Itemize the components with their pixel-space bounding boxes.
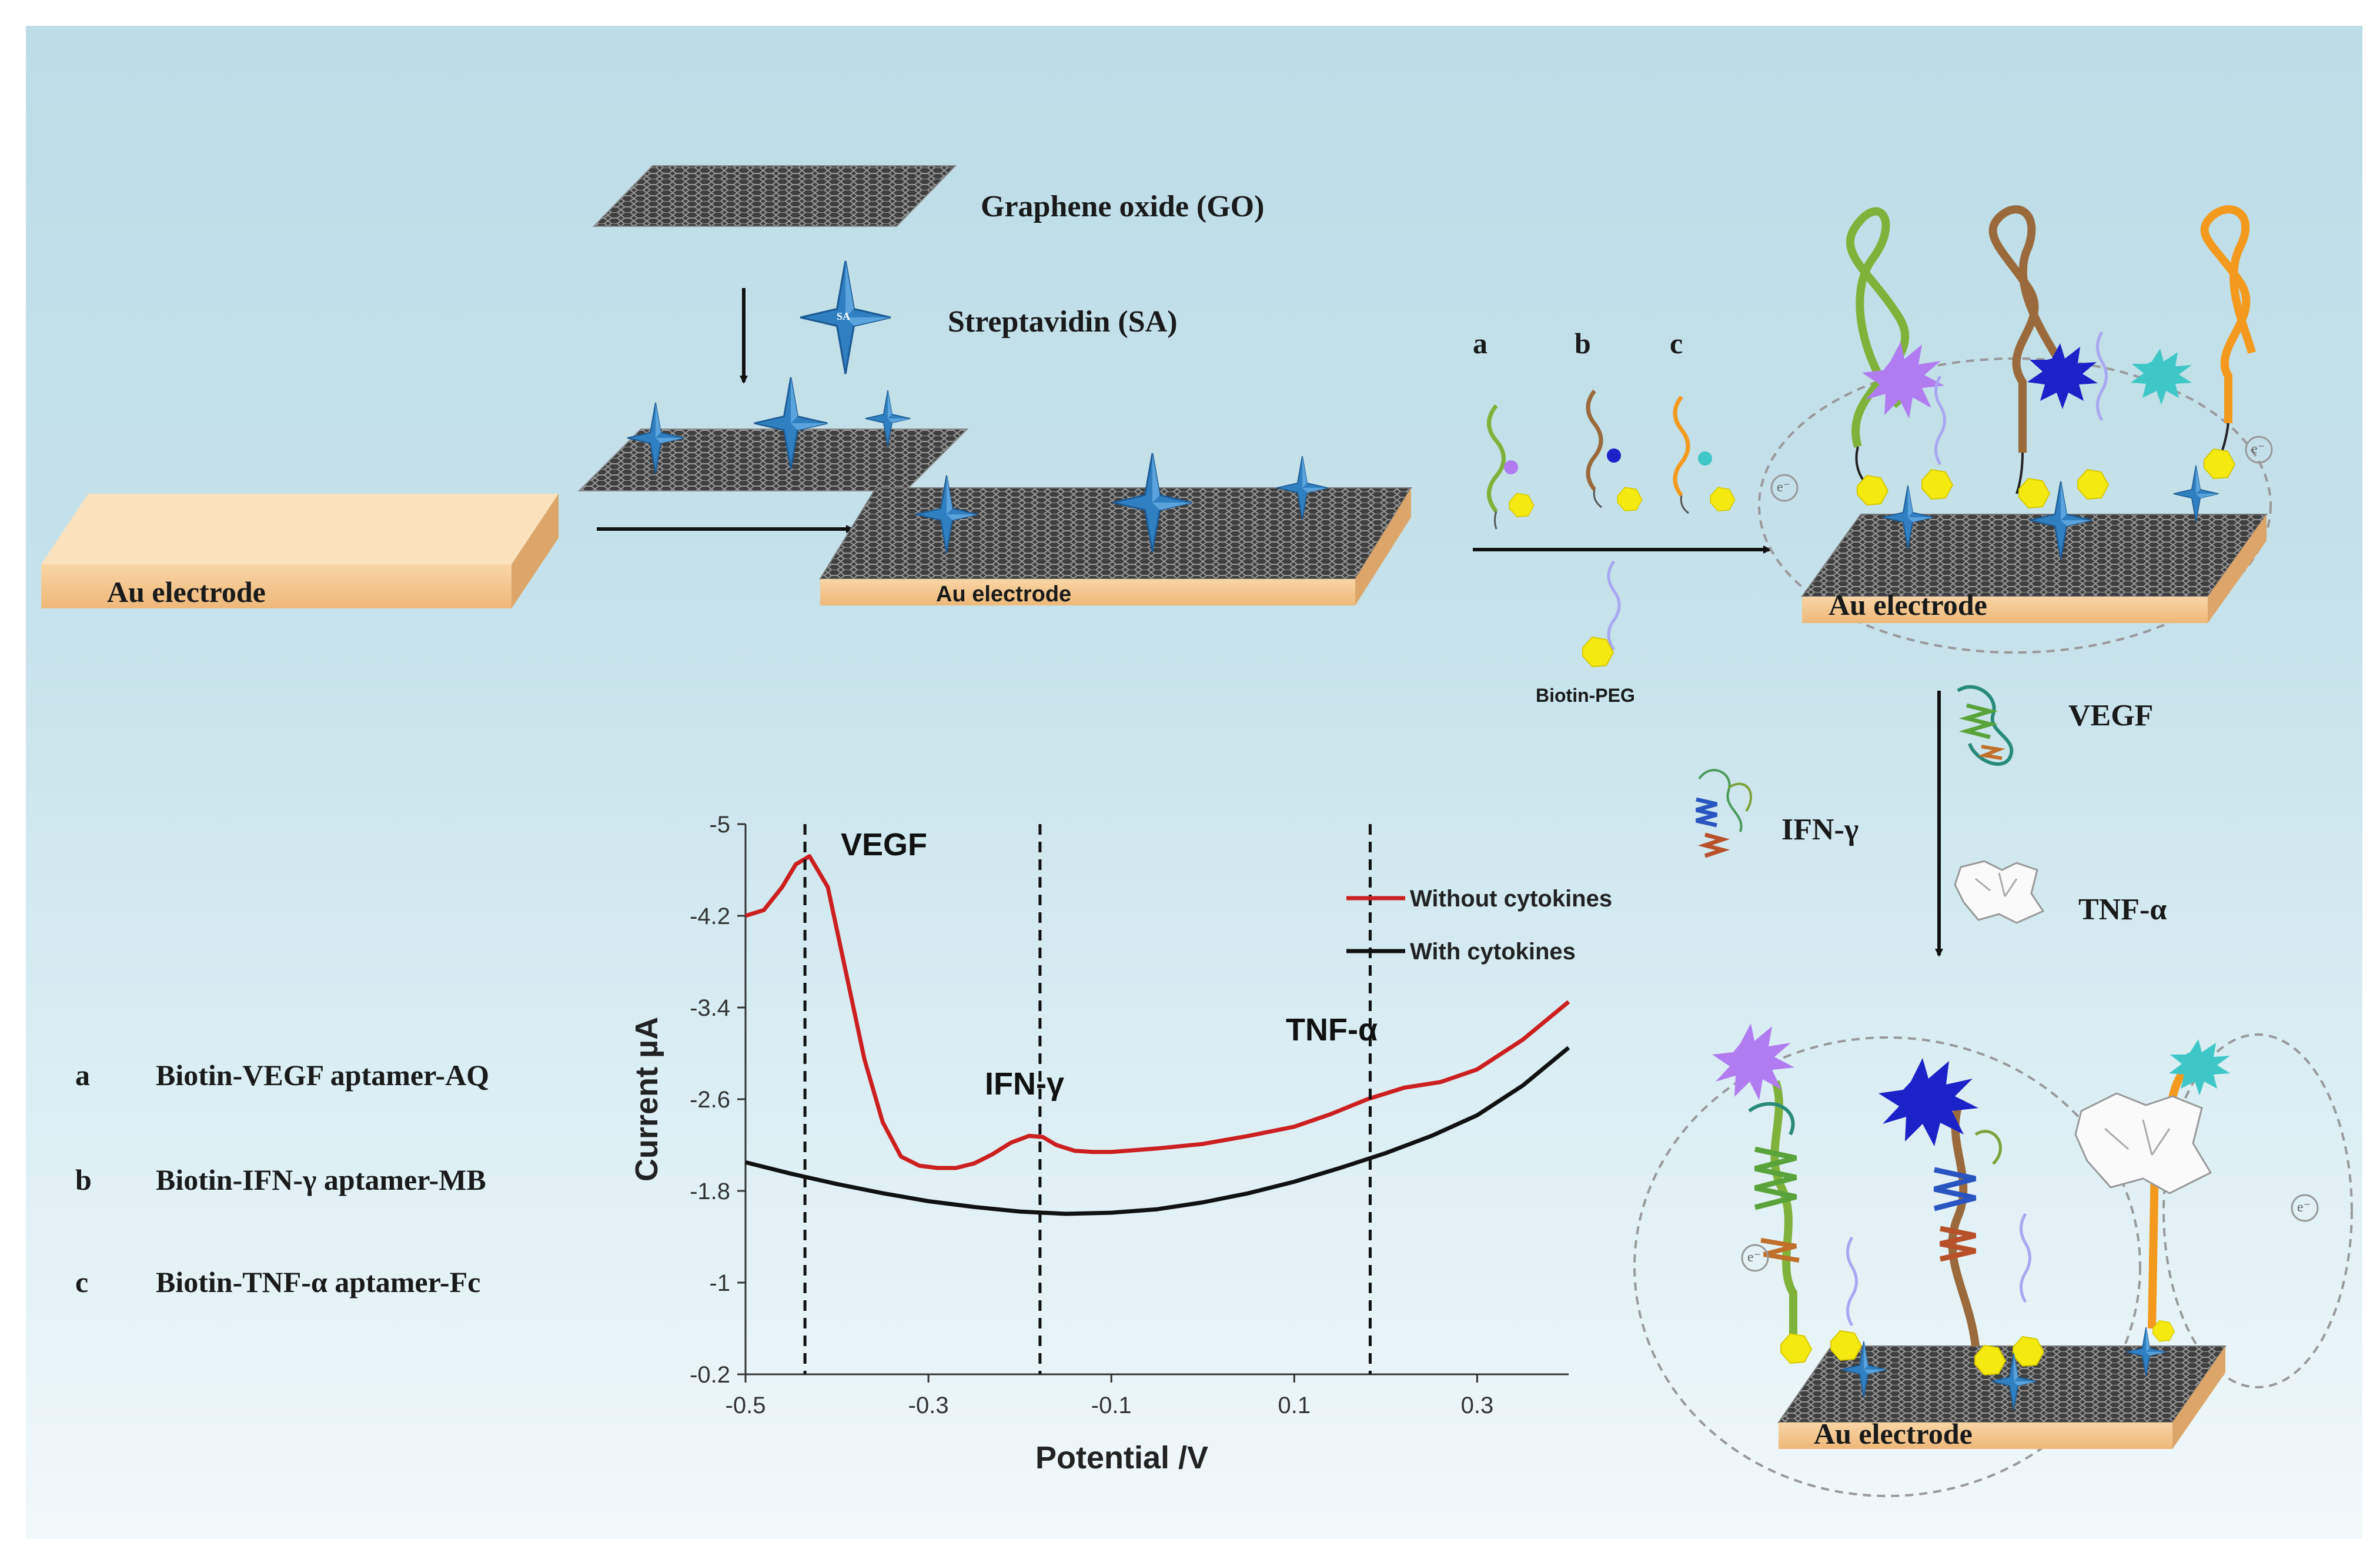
ifn-label: IFN-γ (1781, 813, 1859, 846)
series-line (744, 854, 1570, 1170)
probe-a (1487, 404, 1535, 530)
graphene-oxide-sheet (592, 165, 957, 227)
x-axis-title: Potential /V (1035, 1440, 1208, 1475)
au-electrode-label: Au electrode (936, 582, 1072, 607)
probe-letter-b: b (1575, 327, 1591, 360)
legend-letter-c: c (75, 1266, 89, 1298)
peak-marker-label: TNF-α (1286, 1012, 1378, 1047)
sa-label: SA (837, 310, 851, 322)
probe-b (1586, 389, 1643, 512)
graphene-oxide-label: Graphene oxide (GO) (981, 190, 1265, 223)
au-electrode-label: Au electrode (1814, 1417, 1973, 1450)
x-tick-label: -0.5 (726, 1393, 766, 1418)
vegf-protein-icon (1957, 685, 2014, 766)
vegf-label: VEGF (2068, 699, 2154, 732)
cytokine-bound-electrode (1633, 1023, 2353, 1497)
go-sa-sheet (577, 376, 969, 491)
go-modified-electrode (819, 452, 1412, 605)
probe-c (1673, 395, 1736, 514)
y-tick-label: -0.2 (690, 1362, 730, 1388)
legend-text-a: Biotin-VEGF aptamer-AQ (156, 1059, 490, 1092)
biotin-peg-icon (1582, 560, 1621, 667)
legend-letter-a: a (75, 1059, 90, 1092)
aptamer-modified-electrode (1758, 205, 2273, 654)
y-tick-label: -5 (709, 812, 730, 838)
tnf-label: TNF-α (2078, 893, 2167, 926)
x-tick-label: 0.3 (1461, 1393, 1494, 1418)
probe-letter-c: c (1670, 327, 1683, 360)
x-tick-label: 0.1 (1278, 1393, 1311, 1418)
tnf-protein-icon (1954, 860, 2045, 924)
legend-text-b: Biotin-IFN-γ aptamer-MB (156, 1163, 486, 1196)
y-tick-label: -3.4 (690, 995, 730, 1021)
biotin-peg-label: Biotin-PEG (1536, 685, 1635, 706)
y-axis-title: Current µA (629, 1017, 664, 1182)
electron-label: e⁻ (2297, 1200, 2311, 1215)
au-electrode-label: Au electrode (107, 575, 266, 608)
y-tick-label: -1.8 (690, 1179, 730, 1204)
peak-marker-label: VEGF (841, 827, 927, 862)
legend-letter-b: b (75, 1163, 92, 1196)
y-tick-label: -2.6 (690, 1087, 730, 1113)
au-electrode-label: Au electrode (1829, 588, 1987, 621)
x-tick-label: -0.1 (1091, 1393, 1132, 1418)
electron-label: e⁻ (2251, 441, 2265, 457)
ifn-protein-icon (1696, 769, 1753, 858)
electron-label: e⁻ (1777, 480, 1791, 495)
bare-au-electrode (41, 494, 559, 608)
figure-background (26, 26, 2362, 1539)
legend-text-c: Biotin-TNF-α aptamer-Fc (156, 1266, 481, 1298)
electron-label: e⁻ (1747, 1250, 1761, 1265)
peak-marker-label: IFN-γ (985, 1066, 1064, 1102)
streptavidin-label: Streptavidin (SA) (948, 305, 1178, 339)
legend-label: With cytokines (1410, 939, 1576, 965)
x-tick-label: -0.3 (908, 1393, 949, 1418)
series-line (745, 1046, 1570, 1216)
probe-letter-a: a (1473, 327, 1488, 360)
legend-label: Without cytokines (1410, 886, 1612, 912)
y-tick-label: -4.2 (690, 903, 730, 929)
y-tick-label: -1 (709, 1270, 730, 1296)
